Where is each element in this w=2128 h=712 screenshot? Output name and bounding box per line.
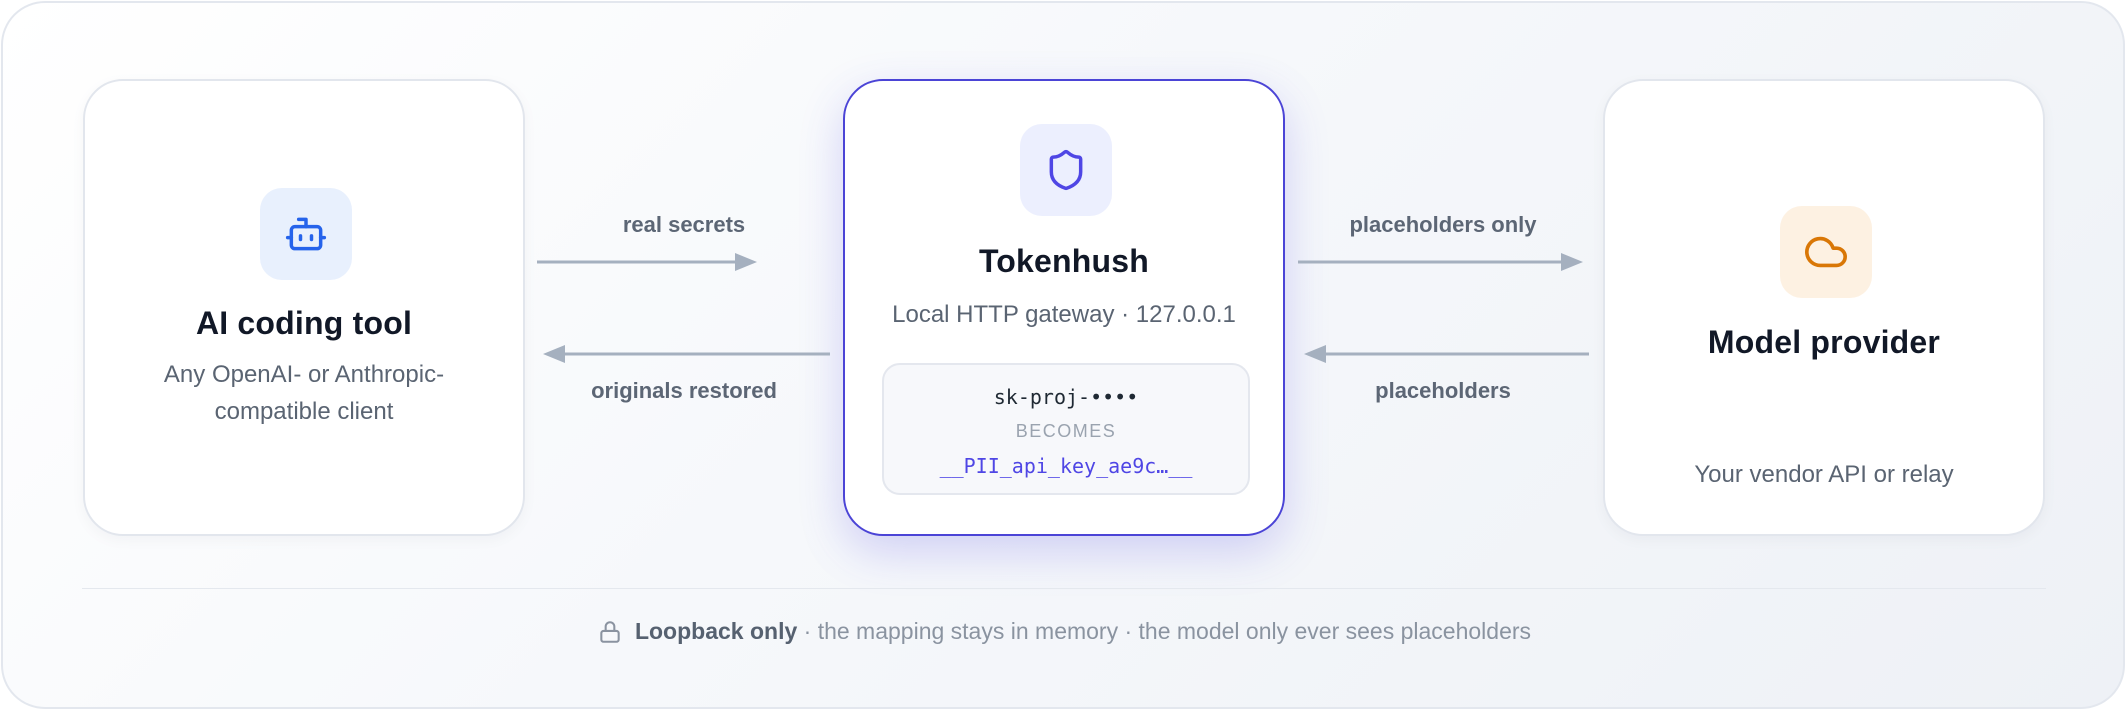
footer-text: · the mapping stays in memory · the mode… [797,618,1532,644]
cloud-icon-tile [1780,206,1872,298]
original-secret: sk-proj-•••• [993,385,1139,409]
robot-icon [285,217,327,251]
card-title: AI coding tool [195,305,413,341]
card-title: Model provider [1707,324,1941,360]
cloud-icon [1805,236,1847,268]
arrow-left-icon [543,345,830,363]
card-subtitle: Any OpenAI- or Anthropic-compatible clie… [163,361,445,425]
card-subtitle: Your vendor API or relay [1694,461,1954,488]
arrow-right-icon [1298,253,1583,271]
model-provider-card: Model provider Your vendor API or relay [1603,79,2045,536]
card-title: Tokenhush [978,243,1150,279]
placeholder-token: __PII_api_key_ae9c…__ [939,454,1193,478]
arrow-left-icon [1304,345,1589,363]
ai-coding-tool-card: AI coding tool Any OpenAI- or Anthropic-… [83,79,525,536]
footer-strong: Loopback only [634,618,798,644]
arrow-label-placeholders-only: placeholders only [1349,212,1537,237]
footer-note: Loopback only · the mapping stays in mem… [0,618,2128,645]
arrow-label-originals-restored: originals restored [591,378,777,403]
becomes-label: BECOMES [1015,421,1117,441]
arrow-label-placeholders: placeholders [1375,378,1511,403]
robot-icon-tile [260,188,352,280]
arrow-label-real-secrets: real secrets [622,212,746,237]
card-subtitle: Local HTTP gateway · 127.0.0.1 [892,301,1236,328]
shield-icon-tile [1020,124,1112,216]
arrow-right-icon [537,253,757,271]
token-example-box: sk-proj-•••• BECOMES __PII_api_key_ae9c…… [882,363,1250,495]
lock-icon [600,620,620,643]
shield-icon [1049,149,1083,191]
tokenhush-card: Tokenhush Local HTTP gateway · 127.0.0.1… [843,79,1285,536]
footer-divider [82,588,2046,589]
